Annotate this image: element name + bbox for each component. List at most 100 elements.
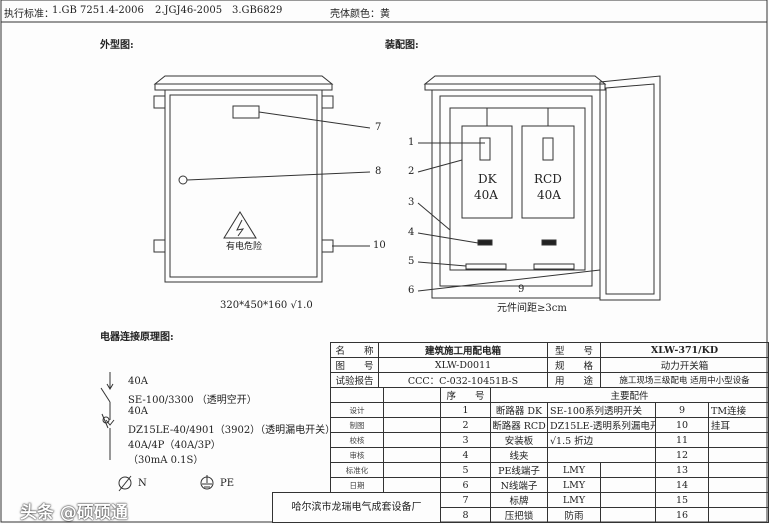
callout-7: 7 [375,122,382,133]
part-name-2 [707,477,769,493]
role-sign [383,432,441,448]
schematic-title: 电器连接原理图: [100,332,174,343]
part-no-2: 15 [655,492,709,508]
role-label: 校核 [330,432,384,448]
product-name: 建筑施工用配电箱 [378,342,548,358]
part-no-2: 11 [655,432,709,448]
nameplate [232,105,260,119]
callout-8: 8 [375,166,382,177]
part-name: 断路器 DK [490,402,548,418]
role-sign [383,462,441,478]
use-value: 施工现场三级配电 适用中小型设备 [600,372,769,388]
door [599,75,661,301]
name-label: 名 称 [330,342,379,358]
part-spec [547,447,656,463]
pe-label: PE [220,478,235,489]
role-label: 标准化 [330,462,384,478]
standard-2: 2.JGJ46-2005 [155,5,223,16]
part-no-2: 13 [655,462,709,478]
spacing-note: 元件间距≥3cm [497,303,567,314]
assembly-title: 装配图: [385,40,419,51]
role-sign [383,402,441,418]
part-name: 标牌 [490,492,548,508]
part-spec: 防雨 [547,507,601,523]
part-no-2: 9 [655,402,709,418]
part-name-2 [707,462,769,478]
role-label: 设计 [330,402,384,418]
schematic-symbols [100,372,214,492]
part-spec: LMY [547,492,601,508]
role-sign [383,417,441,433]
part-no-2: 16 [655,507,709,523]
part-no: 1 [440,402,491,418]
model-label: 型 号 [547,342,601,358]
part-spec-2 [600,507,656,523]
role-label: 审核 [330,447,384,463]
shell-color: 壳体颜色：黄 [330,9,390,20]
part-no: 6 [440,477,491,493]
callout-3: 3 [408,197,415,208]
schematic-line: SE-100/3300 （透明空开） [128,395,257,406]
part-name-2 [707,432,769,448]
mounting-plate [449,107,586,271]
n-label: N [138,478,147,489]
part-no-2: 12 [655,447,709,463]
model-value: XLW-371/KD [600,342,769,358]
use-label: 用 途 [547,372,601,388]
part-spec: √1.5 折边 [547,432,656,448]
report-label: 试验报告 [330,372,379,388]
part-spec: DZ15LE-透明系列漏电开 [547,417,656,433]
watermark: 头条 @硕硕通 [20,503,128,523]
part-no-2: 14 [655,477,709,493]
schematic-line: （30mA 0.1S） [128,455,204,466]
part-no-2: 10 [655,417,709,433]
part-name: 压把锁 [490,507,548,523]
exterior-title: 外型图: [100,40,134,51]
schematic-line: 40A/4P（40A/3P） [128,440,221,451]
assembly-cabinet [417,75,661,301]
schematic-line: 40A [128,406,148,417]
warning-triangle-icon [223,211,257,239]
callout-1: 1 [408,137,415,148]
callout-5: 5 [408,256,415,267]
exterior-cabinet [153,75,371,283]
part-spec: LMY [547,462,601,478]
report-value: CCC：C-032-10451B-S [378,372,548,388]
breaker-dk-label: DK [478,172,497,186]
part-no: 2 [440,417,491,433]
part-spec-2 [600,492,656,508]
part-name-2 [707,507,769,523]
role-label: 日期 [330,477,384,493]
part-name: N线端子 [490,477,548,493]
part-no: 7 [440,492,491,508]
standard-3: 3.GB6829 [232,5,283,16]
exterior-dims: 320*450*160 √1.0 [220,300,313,311]
parts-header: 主要配件 [489,387,769,403]
part-name: 安装板 [490,432,548,448]
spec-value: 动力开关箱 [600,357,769,373]
breaker-rcd-label: RCD [534,172,562,186]
schematic-line: 40A [128,376,148,387]
warning-text: 有电危险 [226,242,263,252]
role-sign [383,447,441,463]
callout-2: 2 [408,166,415,177]
part-name: 线夹 [490,447,548,463]
part-no: 4 [440,447,491,463]
n-terminal-icon [118,476,132,490]
part-name: 断路器 RCD [490,417,548,433]
part-no: 3 [440,432,491,448]
part-name: PE线端子 [490,462,548,478]
callout-6: 6 [408,285,415,296]
part-name-2: TM连接 [707,402,769,418]
standard-1: 1.GB 7251.4-2006 [52,5,144,16]
spec-label: 规 格 [547,357,601,373]
